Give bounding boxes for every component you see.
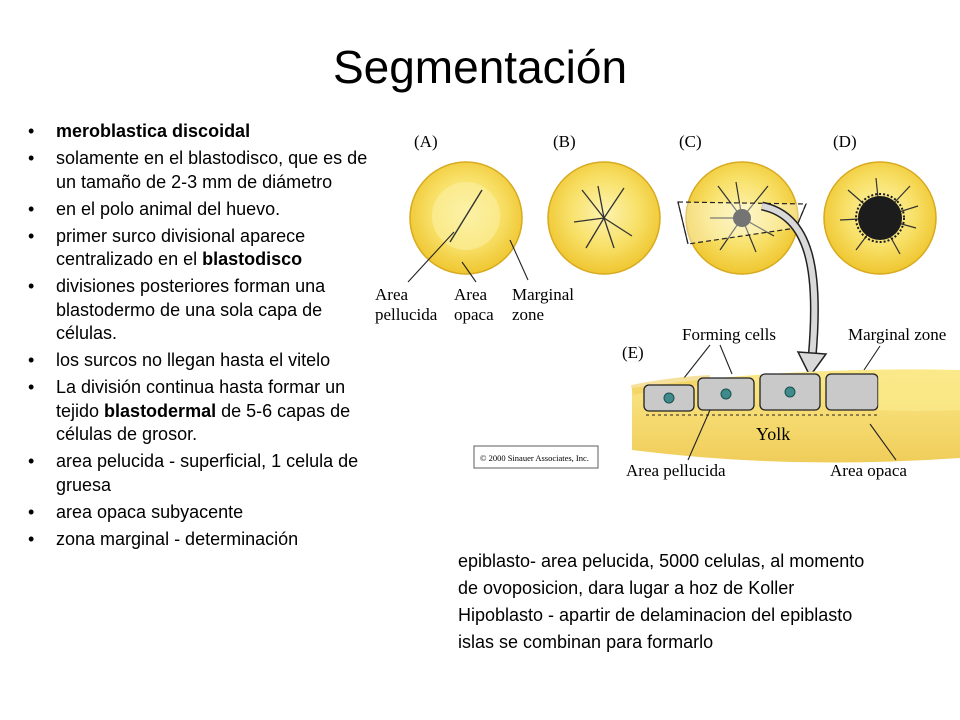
label-area-opaca-2: opaca (454, 305, 494, 324)
bullet-list: meroblastica discoidal solamente en el bl… (26, 120, 376, 555)
bullet-item: los surcos no llegan hasta el vitelo (26, 349, 376, 373)
label-marginal-zone-1: Marginal (512, 285, 574, 304)
copyright-box (473, 445, 599, 469)
panel-label-c: (C) (679, 132, 702, 151)
label-marginal-zone-e: Marginal zone (848, 325, 946, 344)
egg-d (823, 161, 937, 275)
bullet-item: solamente en el blastodisco, que es de u… (26, 147, 376, 194)
caption-text: epiblasto- area pelucida, 5000 celulas, … (458, 548, 953, 656)
bullet-item: en el polo animal del huevo. (26, 198, 376, 222)
label-area-pellucida-1: Area (375, 285, 408, 304)
bullet-text-bold: blastodisco (202, 249, 303, 269)
slide-title: Segmentación (332, 41, 628, 93)
bullet-item: area opaca subyacente (26, 501, 376, 525)
cleavage-diagram: (A) (B) (C) (D) Area pellucida Area opac… (375, 132, 960, 480)
bullet-text: area opaca subyacente (56, 501, 244, 522)
bullet-item: primer surco divisional aparece centrali… (26, 225, 376, 272)
bullet-text: divisiones posteriores forman una blasto… (56, 276, 326, 343)
bullet-text: solamente en el blastodisco, que es de u… (56, 148, 368, 192)
caption-line: de ovoposicion, dara lugar a hoz de Koll… (458, 578, 795, 598)
copyright-text: © 2000 Sinauer Associates, Inc. (480, 453, 589, 463)
label-lines (407, 231, 529, 283)
bullet-text-bold: meroblastica discoidal (56, 121, 251, 141)
bullet-item: zona marginal - determinación (26, 528, 376, 552)
label-area-pellucida-2: pellucida (375, 305, 438, 324)
bullet-item: area pelucida - superficial, 1 celula de… (26, 450, 376, 497)
egg-a (409, 161, 523, 275)
bullet-text: de 5-6 capas de células de grosor. (56, 400, 351, 445)
bullet-text: zona marginal - determinación (56, 528, 299, 549)
label-forming-cells: Forming cells (682, 325, 776, 344)
label-area-pellucida-e: Area pellucida (626, 461, 726, 480)
bullet-item: meroblastica discoidal (26, 120, 376, 144)
label-marginal-zone-2: zone (512, 305, 544, 324)
panel-label-e: (E) (622, 343, 644, 362)
panel-label-d: (D) (833, 132, 857, 151)
bullet-text: La división continua hasta formar un tej… (56, 377, 346, 421)
label-area-opaca-1: Area (454, 285, 487, 304)
curved-arrow (760, 201, 828, 378)
bullet-text: los surcos no llegan hasta el vitelo (56, 350, 331, 370)
bullet-text-bold: blastodermal (104, 400, 217, 421)
bullet-item: La división continua hasta formar un tej… (26, 376, 376, 447)
label-yolk: Yolk (756, 424, 790, 444)
bullet-text: area pelucida - superficial, 1 celula de… (56, 451, 359, 495)
egg-b (547, 161, 661, 275)
caption-line: islas se combinan para formarlo (458, 632, 714, 652)
bullet-item: divisiones posteriores forman una blasto… (26, 275, 376, 346)
caption-line: Hipoblasto - apartir de delaminacion del… (458, 605, 853, 625)
panel-label-a: (A) (414, 132, 438, 151)
blastoderm-section (630, 369, 960, 463)
panel-label-b: (B) (553, 132, 576, 151)
caption-line: epiblasto- area pelucida, 5000 celulas, … (458, 551, 865, 571)
bullet-text: en el polo animal del huevo. (56, 198, 281, 219)
label-area-opaca-e: Area opaca (830, 461, 907, 480)
bullet-text: primer surco divisional aparece centrali… (56, 225, 306, 270)
